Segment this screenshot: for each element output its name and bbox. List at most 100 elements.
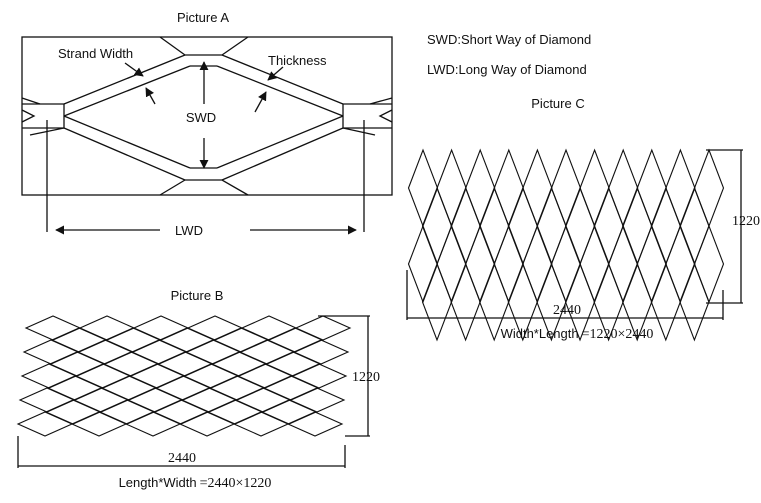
mesh-diamond [24,315,82,341]
picture-c: Picture C 1220 2440 Width*Length=1220×24… [406,96,760,342]
mesh-diamond [240,315,298,341]
legend: SWD:Short Way of Diamond LWD:Long Way of… [427,32,591,77]
swd-label: SWD [186,110,216,125]
mesh-diamond [622,186,653,266]
mesh-diamond [182,363,240,389]
mesh-diamond [693,148,725,228]
picture-a-title: Picture A [177,10,229,25]
mesh-diamond [579,148,610,228]
picture-b-height-dim: 1220 [352,370,380,385]
mesh-diamond [593,186,624,266]
mesh-diamond [72,387,130,413]
mesh-diamond [208,375,266,401]
mesh-diamond [180,387,238,413]
picture-a-pointers [124,61,284,169]
mesh-diamond [522,224,553,304]
mesh-diamond [294,315,352,341]
thickness-label: Thickness [268,53,327,68]
mesh-diamond [550,148,582,228]
mesh-diamond [206,399,264,425]
mesh-diamond [650,262,681,342]
mesh-diamond [20,363,78,389]
mesh-diamond [550,224,582,304]
mesh-diamond [98,399,156,425]
mesh-diamond [421,262,453,342]
mesh-diamond [636,148,667,228]
mesh-diamond [238,339,296,365]
mesh-diamond [186,315,244,341]
mesh-diamond [126,387,184,413]
mesh-diamond [292,339,350,365]
picture-b-title: Picture B [171,288,224,303]
mesh-diamond [436,148,467,228]
mesh-diamond [212,327,270,353]
mesh-diamond [286,411,344,437]
mesh-diamond [507,186,538,266]
mesh-diamond [564,186,596,266]
mesh-diamond [232,411,290,437]
mesh-diamond [465,148,496,228]
mesh-diamond [260,399,318,425]
picture-c-formula: Width*Length=1220×2440 [501,326,654,342]
picture-a: Picture A [21,10,393,238]
mesh-diamond [262,375,320,401]
swd-definition: SWD:Short Way of Diamond [427,32,591,47]
mesh-diamond [44,399,102,425]
mesh-diamond [74,363,132,389]
mesh-diamond [70,411,128,437]
mesh-diamond [236,363,294,389]
mesh-diamond [124,411,182,437]
mesh-diamond [178,411,236,437]
picture-c-mesh [407,148,725,342]
picture-c-formula-label: Width*Length [501,326,579,341]
mesh-diamond [46,375,104,401]
mesh-diamond [100,375,158,401]
mesh-diamond [679,186,710,266]
picture-b-formula-label: Length*Width [119,475,197,490]
picture-b-formula: Length*Width=2440×1220 [119,475,272,491]
mesh-diamond [154,375,212,401]
picture-c-title: Picture C [531,96,584,111]
mesh-diamond [128,363,186,389]
mesh-diamond [608,224,639,304]
mesh-diamond [421,186,453,266]
mesh-diamond [130,339,188,365]
mesh-diamond [184,339,242,365]
mesh-diamond [76,339,134,365]
mesh-diamond [579,224,610,304]
mesh-diamond [264,351,322,377]
mesh-diamond [536,186,567,266]
mesh-diamond [693,224,725,304]
mesh-diamond [665,148,696,228]
mesh-diamond [608,148,639,228]
mesh-diamond [436,224,467,304]
mesh-diamond [152,399,210,425]
mesh-diamond [290,363,348,389]
mesh-diamond [210,351,268,377]
mesh-diamond [16,411,74,437]
mesh-diamond [479,186,510,266]
lwd-definition: LWD:Long Way of Diamond [427,62,587,77]
mesh-diamond [465,224,496,304]
picture-c-formula-value: =1220×2440 [582,327,654,342]
picture-a-strands [21,36,393,196]
picture-b-mesh [16,315,352,437]
mesh-diamond [22,339,80,365]
mesh-diamond [18,387,76,413]
mesh-diamond [234,387,292,413]
mesh-diamond [679,262,710,342]
lwd-label: LWD [175,223,203,238]
mesh-diamond [156,351,214,377]
mesh-diamond [493,148,524,228]
mesh-diamond [650,186,681,266]
picture-a-frame [21,36,393,196]
mesh-diamond [407,224,439,304]
mesh-diamond [665,224,696,304]
mesh-diamond [158,327,216,353]
mesh-diamond [522,148,553,228]
strand-width-label: Strand Width [58,46,133,61]
mesh-diamond [450,186,481,266]
mesh-diamond [407,148,439,228]
picture-b: Picture B 1220 2440 Length*Width=2440×12… [16,288,380,491]
